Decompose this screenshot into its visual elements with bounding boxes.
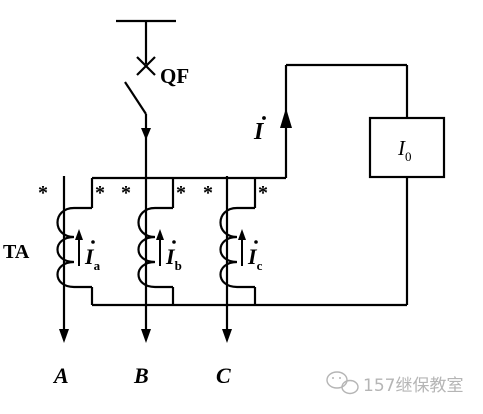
ct-a-coil [56, 206, 75, 289]
ib-dot [172, 240, 176, 244]
ic-label: Ic [247, 244, 263, 273]
polarity-mark-a-secondary: * [95, 182, 105, 204]
ia-arrowhead [75, 229, 83, 240]
ct-lower-bus [74, 285, 407, 307]
ia-label: Ia [84, 244, 101, 273]
polarity-mark-c-primary: * [203, 182, 213, 204]
meter-label: I0 [397, 136, 412, 164]
phase-b-current-arrow [141, 128, 151, 140]
ib-arrowhead [156, 229, 164, 240]
polarity-mark-b-primary: * [121, 182, 131, 204]
watermark: 157继保教室 [326, 371, 463, 396]
watermark-text: 157继保教室 [363, 376, 463, 396]
ic-group: Ic [238, 229, 263, 273]
total-current-label: I [253, 116, 266, 145]
meter-box [368, 116, 446, 179]
phase-c-arrowhead [222, 329, 232, 343]
phase-label-b: B [133, 363, 149, 388]
total-current-dot [262, 116, 266, 120]
polarity-marks: * * * * * * [38, 182, 268, 204]
return-circuit [284, 63, 409, 305]
phase-label-a: A [52, 363, 69, 388]
total-current-arrow [280, 108, 292, 128]
phase-a-arrowhead [59, 329, 69, 343]
meter-label-subscript: 0 [405, 149, 412, 164]
phase-b-arrowhead [141, 329, 151, 343]
ct-c-coil [219, 206, 238, 289]
ic-arrowhead [238, 229, 246, 240]
ct-b-coil [137, 206, 156, 289]
breaker-label: QF [160, 64, 189, 88]
ia-group: Ia [75, 229, 101, 273]
ct-coils [56, 206, 238, 289]
secondary-currents: Ia Ib Ic [75, 229, 263, 273]
polarity-mark-c-secondary: * [258, 182, 268, 204]
meter-i0: I0 [368, 116, 446, 179]
polarity-mark-b-secondary: * [176, 182, 186, 204]
ic-dot [254, 240, 258, 244]
ib-group: Ib [156, 229, 182, 273]
ib-label: Ib [165, 244, 182, 273]
wechat-icon [326, 371, 359, 395]
ct-label: TA [3, 241, 30, 263]
polarity-mark-a-primary: * [38, 182, 48, 204]
ct-upper-bus [74, 176, 286, 210]
breaker-blade [124, 81, 147, 115]
svg-text:I: I [253, 119, 265, 145]
phase-labels: A B C [52, 363, 231, 388]
breaker-qf [116, 19, 176, 178]
breaker-x-mark-2 [136, 56, 156, 76]
phase-arrowheads [59, 329, 232, 343]
ia-dot [91, 240, 95, 244]
phase-label-c: C [216, 363, 231, 388]
